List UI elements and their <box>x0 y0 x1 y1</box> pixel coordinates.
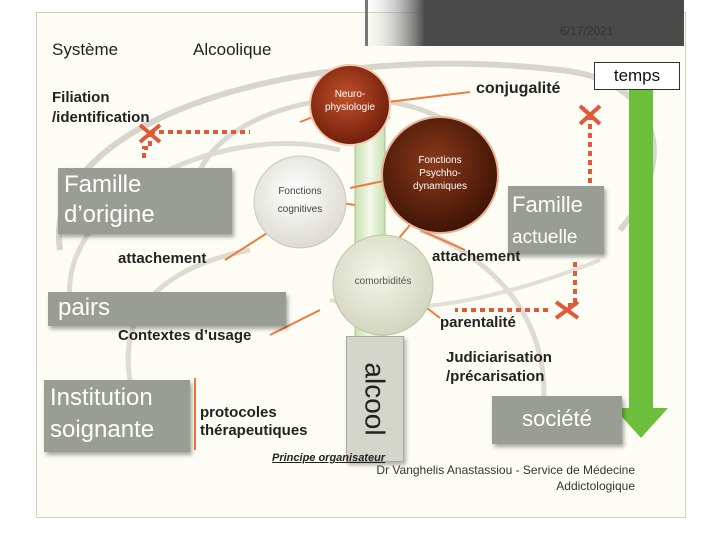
comorbidites-text: comorbidités <box>354 276 412 287</box>
famille-actuelle-box: Famille actuelle <box>508 186 604 254</box>
credit-line1: Dr Vanghelis Anastassiou - Service de Mé… <box>376 463 635 477</box>
psy-text: Fonctions Psychho- dynamiques <box>395 154 485 193</box>
famille-origine-line2: d’origine <box>64 201 155 228</box>
attachement-left: attachement <box>118 250 207 267</box>
protocoles-label: protocoles thérapeutiques <box>200 404 308 440</box>
cognitive-circle <box>253 155 347 249</box>
filiation-line1: Filiation <box>52 89 110 106</box>
alcoolique-label: Alcoolique <box>193 40 272 59</box>
principe-label: Principe organisateur <box>272 452 386 464</box>
credit-text: Dr Vanghelis Anastassiou - Service de Mé… <box>372 462 635 494</box>
filiation-line2: /identification <box>52 109 150 126</box>
systeme-label: Système <box>52 40 119 59</box>
protocoles-line1: protocoles <box>200 404 277 421</box>
psy-line2: Psychho- <box>419 168 461 179</box>
neuro-line1: Neuro- <box>334 89 366 100</box>
pairs-box: pairs <box>48 292 286 326</box>
institution-line1: Institution <box>50 384 153 411</box>
neuro-text: Neuro- physiologie <box>312 88 388 114</box>
contextes-label: Contextes d’usage <box>118 327 252 344</box>
famille-origine-line1: Famille <box>64 171 142 198</box>
cognitive-line2: cognitives <box>277 204 323 215</box>
psy-circle <box>381 116 499 234</box>
psy-line1: Fonctions <box>418 155 462 166</box>
judiciarisation-line1: Judiciarisation <box>446 349 552 366</box>
alcool-box: alcool <box>346 336 404 462</box>
cognitive-text: Fonctions cognitives <box>260 183 340 219</box>
temps-box: temps <box>594 62 680 90</box>
institution-line2: soignante <box>50 416 155 443</box>
famille-actuelle-line2: actuelle <box>512 227 578 248</box>
protocoles-line2: thérapeutiques <box>200 422 308 439</box>
conjugalite-label: conjugalité <box>476 80 561 97</box>
attachement-right: attachement <box>432 248 521 265</box>
judiciarisation-line2: /précarisation <box>446 368 545 385</box>
parentalite-label: parentalité <box>440 314 516 331</box>
famille-origine-box: Famille d’origine <box>58 168 232 234</box>
famille-actuelle-line1: Famille <box>512 192 583 217</box>
cognitive-line1: Fonctions <box>278 186 322 197</box>
judiciarisation-label: Judiciarisation /précarisation <box>446 348 552 386</box>
societe-box: société <box>492 396 622 444</box>
neuro-circle <box>309 64 391 146</box>
alcool-label: alcool <box>360 362 392 436</box>
date-label: 6/17/2021 <box>560 24 614 38</box>
institution-box: Institution soignante <box>44 380 190 452</box>
comorbidity-circle <box>332 234 434 336</box>
neuro-line2: physiologie <box>324 102 376 113</box>
time-arrow-head <box>614 408 668 438</box>
credit-line2: Addictologique <box>556 479 635 493</box>
top-band <box>360 0 684 46</box>
time-arrow-shaft <box>629 90 653 410</box>
psy-line3: dynamiques <box>413 181 467 192</box>
filiation-label: Filiation /identification <box>52 88 150 128</box>
